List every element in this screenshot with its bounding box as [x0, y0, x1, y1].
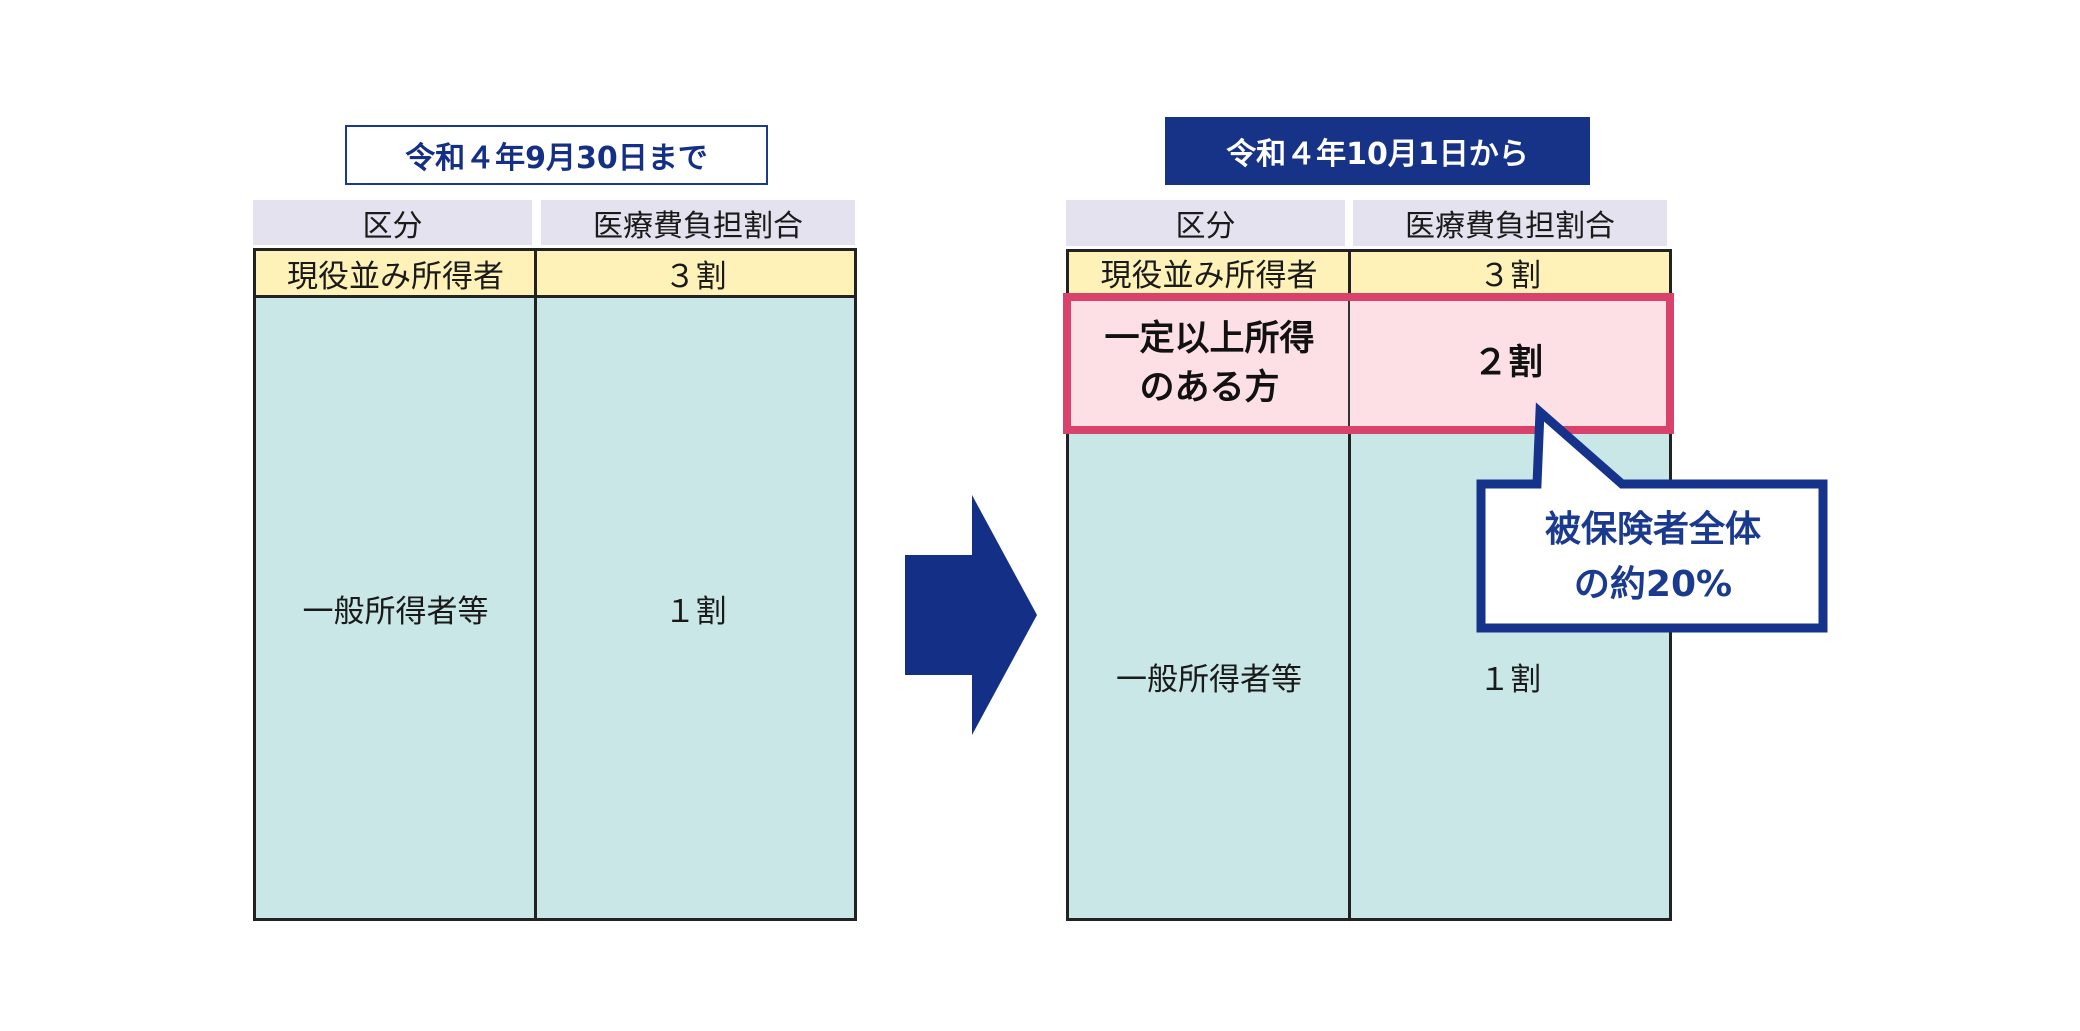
right-arrow-icon — [905, 495, 1037, 735]
after-header-category: 区分 — [1066, 200, 1345, 246]
after-row-high-income-highlight — [1063, 293, 1674, 434]
after-column-divider — [1348, 249, 1351, 921]
before-header-category: 区分 — [253, 200, 532, 245]
callout-text: 被保険者全体 の約20% — [1544, 509, 1761, 605]
before-title: 令和４年9月30日まで — [405, 141, 708, 176]
after-header-ratio: 医療費負担割合 — [1353, 200, 1667, 246]
before-general-category: 一般所得者等 — [302, 593, 489, 630]
after-pink-divider — [1348, 301, 1350, 426]
after-active-income-category: 現役並み所得者 — [1100, 257, 1318, 294]
after-general-category: 一般所得者等 — [1116, 661, 1302, 698]
before-active-income-category: 現役並み所得者 — [287, 258, 504, 295]
before-general-ratio: １割 — [664, 593, 727, 630]
after-title: 令和４年10月1日から — [1226, 137, 1529, 172]
after-high-income-category: 一定以上所得 のある方 — [1104, 318, 1315, 408]
after-high-income-ratio: ２割 — [1472, 343, 1543, 383]
before-active-income-ratio: ３割 — [664, 258, 727, 295]
before-header-ratio: 医療費負担割合 — [541, 200, 855, 245]
callout-bubble — [1476, 402, 1828, 633]
after-title-box: 令和４年10月1日から — [1165, 117, 1590, 185]
after-general-ratio: １割 — [1479, 661, 1541, 698]
before-title-box: 令和４年9月30日まで — [345, 125, 768, 185]
before-column-divider — [534, 248, 537, 921]
before-row-general — [253, 295, 857, 921]
after-active-income-ratio: ３割 — [1479, 257, 1541, 294]
